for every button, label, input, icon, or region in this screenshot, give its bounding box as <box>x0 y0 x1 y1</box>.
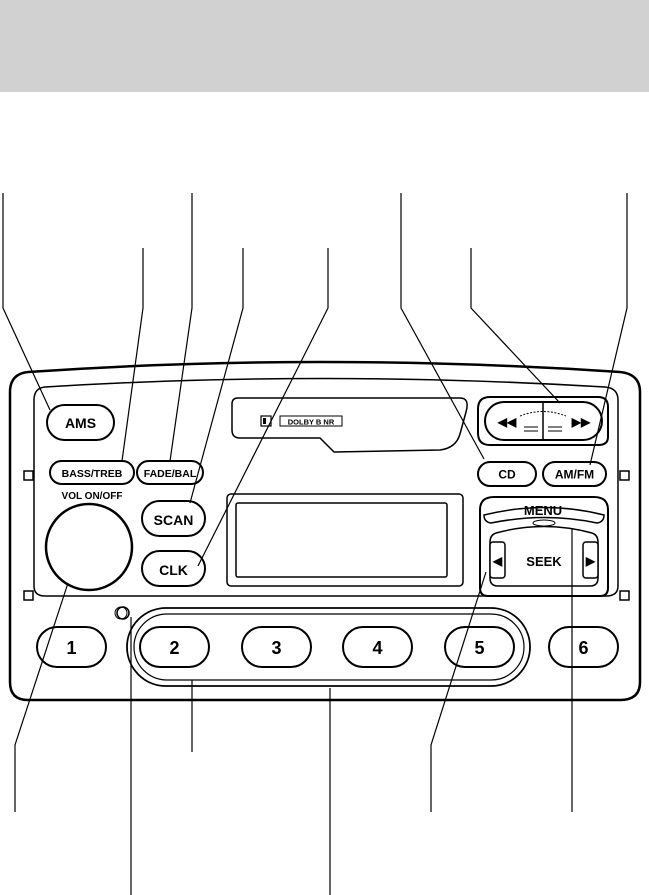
callout-clk <box>197 248 329 567</box>
callout-lines-top <box>2 193 628 567</box>
callout-tape-rocker <box>470 248 561 404</box>
callout-am-fm <box>589 193 628 466</box>
preset-button-5-label: 5 <box>474 638 484 658</box>
callout-ams <box>2 193 51 411</box>
seek-down-button[interactable] <box>489 541 506 579</box>
rewind-icon: ◀◀ <box>497 415 517 429</box>
seek-down-icon: ◀ <box>492 554 503 568</box>
tape-rocker-housing <box>477 396 609 446</box>
preset-button-4[interactable] <box>342 626 413 668</box>
mount-slot-left-top <box>23 470 34 481</box>
callout-bass-treb <box>121 248 144 462</box>
cassette-slot <box>231 397 468 453</box>
menu-indicator <box>532 519 556 527</box>
callout-fade-bal <box>169 193 193 462</box>
clk-button-label: CLK <box>159 562 188 578</box>
callout-volume <box>14 582 69 812</box>
am-fm-button[interactable] <box>542 461 607 487</box>
preset-button-6-label: 6 <box>578 638 588 658</box>
preset-button-5[interactable] <box>444 626 515 668</box>
seek-up-icon: ▶ <box>585 554 596 568</box>
vol-label: VOL ON/OFF <box>62 491 123 502</box>
seek-up-button[interactable] <box>582 541 599 579</box>
callout-lines-bottom <box>14 528 573 895</box>
menu-seek-housing <box>479 496 609 597</box>
header-band <box>0 0 649 92</box>
preset-button-2[interactable] <box>139 626 210 668</box>
preset-button-3[interactable] <box>241 626 312 668</box>
dolby-badge-text: DOLBY B NR <box>288 418 335 427</box>
display-bezel <box>226 493 464 587</box>
bass-treb-button[interactable] <box>49 460 135 485</box>
mount-slot-right-bottom <box>619 590 630 601</box>
preset-group-outer <box>126 607 531 687</box>
clk-button[interactable] <box>141 550 206 587</box>
preset-button-1[interactable] <box>36 626 107 668</box>
display-screen <box>235 502 448 578</box>
preset-group-inner <box>133 613 525 681</box>
mount-slot-left-bottom <box>23 590 34 601</box>
dolby-badge <box>279 415 343 427</box>
menu-button-label: MENU <box>524 503 562 518</box>
ams-button[interactable] <box>46 404 115 441</box>
fade-bal-button-label: FADE/BAL <box>144 468 197 480</box>
mount-slot-right-top <box>619 470 630 481</box>
faceplate-inner <box>33 377 619 597</box>
scan-button-label: SCAN <box>154 512 194 528</box>
preset-button-4-label: 4 <box>372 638 382 658</box>
seek-label: SEEK <box>526 554 562 569</box>
callout-seek <box>430 571 487 812</box>
menu-button[interactable] <box>483 506 605 524</box>
seek-rocker[interactable] <box>489 525 599 587</box>
preset-button-3-label: 3 <box>271 638 281 658</box>
fast-forward-icon: ▶▶ <box>571 415 591 429</box>
bass-treb-button-label: BASS/TREB <box>62 468 123 480</box>
cd-button-label: CD <box>498 468 516 482</box>
preset-button-6[interactable] <box>548 626 619 668</box>
volume-knob[interactable] <box>44 502 134 592</box>
scan-button[interactable] <box>141 500 206 537</box>
preset-button-1-label: 1 <box>66 638 76 658</box>
ams-button-label: AMS <box>65 415 96 431</box>
am-fm-button-label: AM/FM <box>555 468 594 482</box>
callout-scan <box>189 248 244 504</box>
callout-cd <box>400 193 485 460</box>
preset-button-2-label: 2 <box>169 638 179 658</box>
cd-button[interactable] <box>477 461 537 487</box>
